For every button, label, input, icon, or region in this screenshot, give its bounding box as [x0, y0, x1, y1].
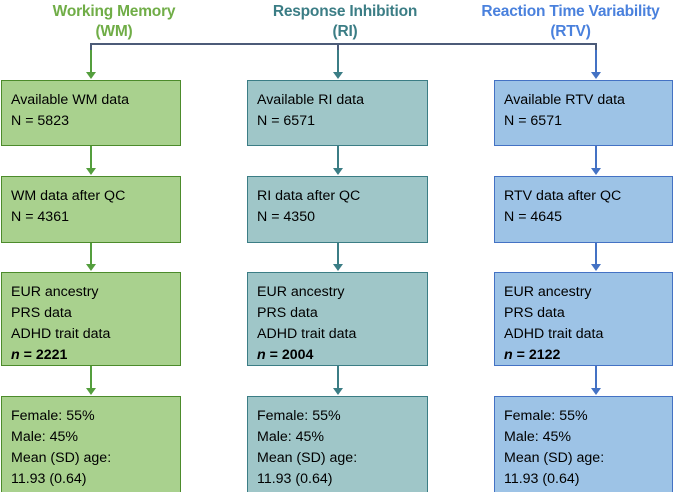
arrow-head-wm-row3-row4 [86, 388, 96, 395]
node-ri-analysis-sample-line-1: EUR ancestry [257, 284, 345, 300]
column-title-rtv-line2: (RTV) [550, 23, 591, 40]
column-title-wm-line2: (WM) [95, 23, 133, 40]
arrow-head-ri-row1-row2 [333, 168, 343, 175]
column-title-wm-line1: Working Memory [52, 3, 176, 20]
node-rtv-demographics-line-4: 11.93 (0.64) [504, 471, 580, 487]
node-ri-analysis-sample-symbol: n [257, 347, 266, 363]
node-rtv-analysis-sample-line-3: ADHD trait data [504, 326, 604, 342]
node-wm-available-data-line-1: Available WM data [11, 92, 130, 108]
node-ri-demographics: Female: 55% Male: 45% Mean (SD) age: 11.… [247, 396, 428, 492]
node-ri-analysis-sample-line-3: ADHD trait data [257, 326, 357, 342]
node-rtv-demographics-line-3: Mean (SD) age: [504, 450, 605, 466]
arrow-stem-ri-row2-row3 [337, 243, 339, 265]
node-ri-data-after-qc-line-1: RI data after QC [257, 188, 361, 204]
bracket-drop-right [595, 43, 597, 53]
arrow-stem-ri-to-row1 [337, 50, 339, 73]
node-ri-available-data: Available RI data N = 6571 [247, 80, 428, 146]
column-title-ri: Response Inhibition (RI) [232, 2, 458, 42]
arrow-stem-wm-row1-row2 [90, 146, 92, 169]
arrow-stem-wm-to-row1 [90, 50, 92, 73]
arrow-stem-ri-row1-row2 [337, 146, 339, 169]
node-rtv-available-data-line-1: Available RTV data [504, 92, 625, 108]
node-ri-data-after-qc-line-2: N = 4350 [257, 209, 315, 225]
node-ri-demographics-line-4: 11.93 (0.64) [257, 471, 333, 487]
node-ri-demographics-line-2: Male: 45% [257, 429, 325, 445]
node-ri-analysis-sample-count: n = 2004 [257, 345, 418, 366]
node-rtv-data-after-qc: RTV data after QC N = 4645 [494, 176, 673, 243]
node-ri-analysis-sample: EUR ancestry PRS data ADHD trait data n … [247, 272, 428, 366]
arrow-head-wm-row1-row2 [86, 168, 96, 175]
node-ri-data-after-qc: RI data after QC N = 4350 [247, 176, 428, 243]
column-title-ri-line1: Response Inhibition [272, 3, 418, 20]
bracket-horizontal-line [90, 43, 597, 45]
node-rtv-analysis-sample-line-1: EUR ancestry [504, 284, 592, 300]
column-title-rtv-line1: Reaction Time Variability [481, 3, 660, 20]
arrow-head-wm-to-row1 [86, 72, 96, 79]
arrow-head-ri-row2-row3 [333, 264, 343, 271]
arrow-head-rtv-row3-row4 [591, 388, 601, 395]
arrow-head-ri-row3-row4 [333, 388, 343, 395]
node-rtv-demographics-line-1: Female: 55% [504, 408, 588, 424]
node-wm-analysis-sample-line-3: ADHD trait data [11, 326, 111, 342]
node-wm-data-after-qc-line-2: N = 4361 [11, 209, 69, 225]
node-rtv-analysis-sample-count: n = 2122 [504, 345, 663, 366]
node-wm-analysis-sample-line-1: EUR ancestry [11, 284, 99, 300]
node-rtv-demographics-line-2: Male: 45% [504, 429, 572, 445]
node-wm-analysis-sample-count: n = 2221 [11, 345, 171, 366]
node-wm-demographics-line-3: Mean (SD) age: [11, 450, 112, 466]
node-wm-demographics: Female: 55% Male: 45% Mean (SD) age: 11.… [1, 396, 181, 492]
node-wm-analysis-sample: EUR ancestry PRS data ADHD trait data n … [1, 272, 181, 366]
arrow-head-rtv-row2-row3 [591, 264, 601, 271]
node-wm-demographics-line-4: 11.93 (0.64) [11, 471, 87, 487]
node-wm-data-after-qc: WM data after QC N = 4361 [1, 176, 181, 243]
arrow-stem-wm-row2-row3 [90, 243, 92, 265]
node-rtv-available-data: Available RTV data N = 6571 [494, 80, 673, 146]
node-wm-demographics-line-1: Female: 55% [11, 408, 95, 424]
node-ri-available-data-line-1: Available RI data [257, 92, 365, 108]
node-rtv-analysis-sample-line-2: PRS data [504, 305, 565, 321]
node-wm-analysis-sample-value: = 2221 [19, 347, 68, 363]
node-rtv-analysis-sample: EUR ancestry PRS data ADHD trait data n … [494, 272, 673, 366]
column-title-ri-line2: (RI) [332, 23, 358, 40]
node-wm-available-data: Available WM data N = 5823 [1, 80, 181, 146]
column-title-wm: Working Memory (WM) [0, 2, 228, 42]
node-ri-available-data-line-2: N = 6571 [257, 113, 315, 129]
arrow-head-wm-row2-row3 [86, 264, 96, 271]
node-rtv-data-after-qc-line-1: RTV data after QC [504, 188, 622, 204]
node-wm-analysis-sample-line-2: PRS data [11, 305, 72, 321]
node-wm-analysis-sample-symbol: n [11, 347, 20, 363]
arrow-stem-rtv-row3-row4 [595, 366, 597, 389]
node-rtv-available-data-line-2: N = 6571 [504, 113, 562, 129]
node-rtv-demographics: Female: 55% Male: 45% Mean (SD) age: 11.… [494, 396, 673, 492]
node-wm-available-data-line-2: N = 5823 [11, 113, 69, 129]
node-ri-analysis-sample-line-2: PRS data [257, 305, 318, 321]
node-rtv-data-after-qc-line-2: N = 4645 [504, 209, 562, 225]
node-wm-data-after-qc-line-1: WM data after QC [11, 188, 126, 204]
arrow-stem-wm-row3-row4 [90, 366, 92, 389]
node-rtv-analysis-sample-symbol: n [504, 347, 513, 363]
arrow-stem-rtv-row1-row2 [595, 146, 597, 169]
bracket-drop-center [337, 43, 339, 53]
node-ri-demographics-line-1: Female: 55% [257, 408, 341, 424]
arrow-stem-rtv-to-row1 [595, 50, 597, 73]
arrow-stem-rtv-row2-row3 [595, 243, 597, 265]
column-title-rtv: Reaction Time Variability (RTV) [456, 2, 685, 42]
arrow-head-rtv-row1-row2 [591, 168, 601, 175]
node-wm-demographics-line-2: Male: 45% [11, 429, 79, 445]
arrow-head-rtv-to-row1 [591, 72, 601, 79]
node-rtv-analysis-sample-value: = 2122 [512, 347, 561, 363]
arrow-head-ri-to-row1 [333, 72, 343, 79]
node-ri-analysis-sample-value: = 2004 [265, 347, 314, 363]
bracket-drop-left [90, 43, 92, 53]
node-ri-demographics-line-3: Mean (SD) age: [257, 450, 358, 466]
arrow-stem-ri-row3-row4 [337, 366, 339, 389]
